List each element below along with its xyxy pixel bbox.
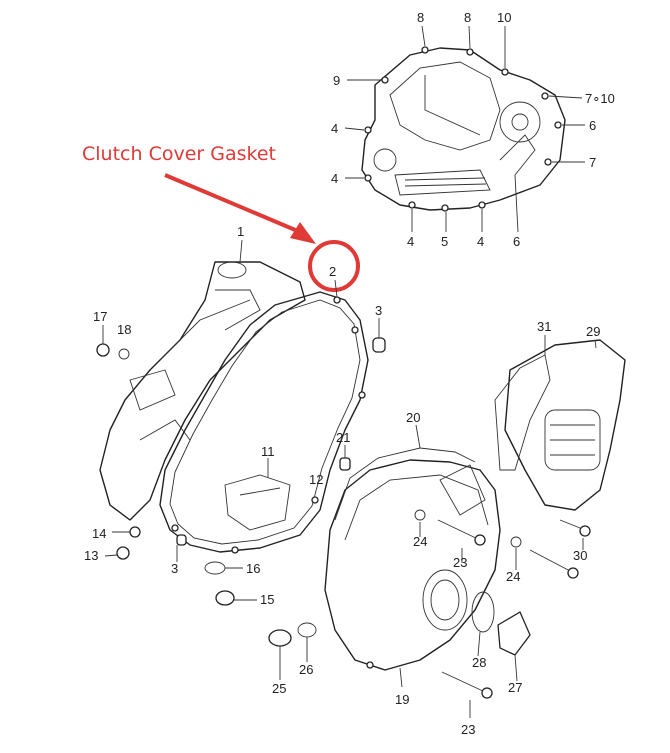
part-label-3: 3 <box>375 303 382 318</box>
part-label-13: 13 <box>84 548 98 563</box>
left-fasteners <box>96 325 141 560</box>
sprocket-gasket-part-31 <box>494 335 551 471</box>
part-label-23: 23 <box>453 555 467 570</box>
part-label-24: 24 <box>413 534 427 549</box>
magneto-gasket-part-20 <box>334 424 476 521</box>
gasket-part-2 <box>159 279 369 554</box>
part-label-7: 7 <box>589 155 596 170</box>
part-label-7-10: 7∘10 <box>585 91 615 106</box>
clutch-cover-inset <box>344 25 585 233</box>
part-label-1: 1 <box>237 224 244 239</box>
part-label-8: 8 <box>417 10 424 25</box>
part-label-23: 23 <box>461 722 475 737</box>
part-label-18: 18 <box>117 322 131 337</box>
part-label-10: 10 <box>497 10 511 25</box>
part-label-6: 6 <box>513 234 520 249</box>
part-label-6: 6 <box>589 118 596 133</box>
part-label-19: 19 <box>395 692 409 707</box>
part-label-5: 5 <box>441 234 448 249</box>
inner-small-parts <box>176 318 386 562</box>
callout-arrow <box>164 173 301 234</box>
part-label-24: 24 <box>506 569 520 584</box>
part-label-4: 4 <box>331 171 338 186</box>
magneto-fasteners <box>414 509 531 718</box>
part-label-9: 9 <box>333 73 340 88</box>
part-label-4: 4 <box>331 121 338 136</box>
part-label-17: 17 <box>93 309 107 324</box>
part-label-28: 28 <box>472 655 486 670</box>
callout-label: Clutch Cover Gasket <box>82 143 276 165</box>
part-label-15: 15 <box>260 592 274 607</box>
part-label-31: 31 <box>537 319 551 334</box>
part-label-20: 20 <box>406 410 420 425</box>
part-label-11: 11 <box>261 444 275 459</box>
part-number-labels: 8 8 10 9 7∘10 4 6 4 7 4 5 4 6 1 2 3 17 1… <box>84 10 615 737</box>
part-label-25: 25 <box>272 681 286 696</box>
magneto-cover-part-19 <box>324 459 501 688</box>
bottom-plugs <box>204 561 317 680</box>
sprocket-fasteners <box>510 519 591 579</box>
part-label-3: 3 <box>171 561 178 576</box>
part-label-26: 26 <box>299 662 313 677</box>
crankcase-cover-part-1 <box>99 239 306 521</box>
part-label-29: 29 <box>586 324 600 339</box>
part-label-2: 2 <box>329 264 336 279</box>
part-label-4: 4 <box>477 234 484 249</box>
callout-arrowhead <box>290 222 316 244</box>
part-label-30: 30 <box>573 548 587 563</box>
clutch-cover-gasket-callout: Clutch Cover Gasket <box>82 143 360 292</box>
part-label-12: 12 <box>309 472 323 487</box>
part-label-14: 14 <box>92 526 106 541</box>
part-label-21: 21 <box>336 430 350 445</box>
part-label-8: 8 <box>464 10 471 25</box>
part-label-16: 16 <box>246 561 260 576</box>
sprocket-cover-part-29 <box>504 339 626 511</box>
highlight-circle <box>308 240 360 292</box>
part-label-4: 4 <box>407 234 414 249</box>
part-label-27: 27 <box>508 680 522 695</box>
